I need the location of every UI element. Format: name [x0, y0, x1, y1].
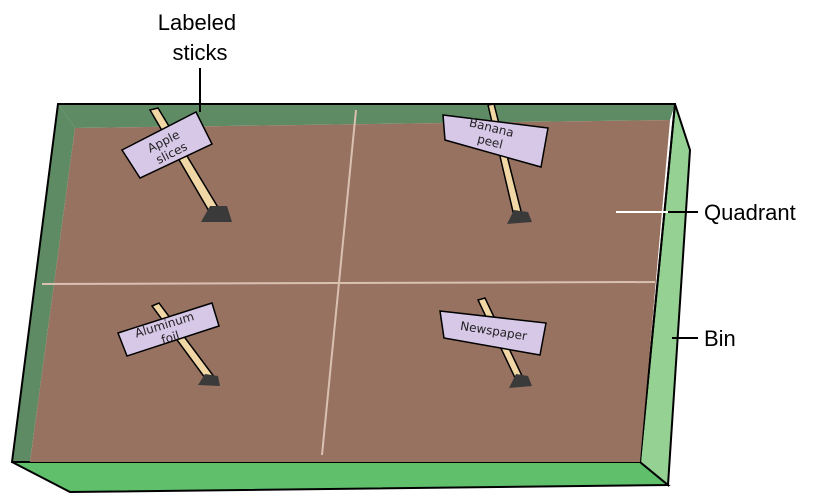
callout-labeled-line2: sticks — [173, 40, 228, 65]
callout-labeled-sticks: Labeled sticks — [158, 10, 242, 112]
bin-front-face — [12, 462, 668, 492]
callout-labeled-sticks-text: Labeled sticks — [158, 10, 242, 65]
callout-bin: Bin — [672, 326, 736, 351]
callout-bin-text: Bin — [704, 326, 736, 351]
callout-quadrant-text: Quadrant — [704, 200, 796, 225]
callout-labeled-line1: Labeled — [158, 10, 236, 35]
